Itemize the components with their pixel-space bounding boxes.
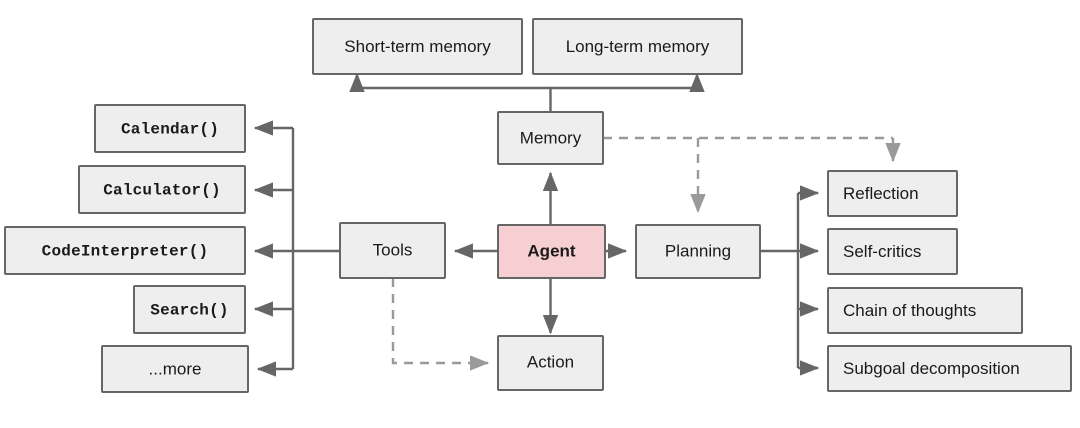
node-long-term-memory-label: Long-term memory [566, 37, 710, 56]
node-tool-calculator-label: Calculator() [103, 182, 221, 200]
node-chain-of-thoughts[interactable]: Chain of thoughts [827, 287, 1023, 334]
node-chain-of-thoughts-label: Chain of thoughts [843, 301, 976, 320]
node-long-term-memory[interactable]: Long-term memory [532, 18, 743, 75]
node-reflection-label: Reflection [843, 184, 919, 203]
node-tool-more[interactable]: ...more [101, 345, 249, 393]
node-agent-label: Agent [527, 241, 576, 260]
edge-tools-to-tool-list [253, 120, 340, 377]
node-tool-search[interactable]: Search() [133, 285, 246, 334]
node-tool-calculator[interactable]: Calculator() [78, 165, 246, 214]
node-subgoal-decomposition-label: Subgoal decomposition [843, 359, 1020, 378]
node-tools-label: Tools [373, 240, 413, 259]
node-action-label: Action [527, 352, 574, 371]
node-memory[interactable]: Memory [497, 111, 604, 165]
node-action[interactable]: Action [497, 335, 604, 391]
node-tool-calendar[interactable]: Calendar() [94, 104, 246, 153]
node-tool-more-label: ...more [149, 359, 202, 378]
node-short-term-memory[interactable]: Short-term memory [312, 18, 523, 75]
node-tool-code-interpreter-label: CodeInterpreter() [42, 243, 209, 261]
node-memory-label: Memory [520, 128, 582, 147]
node-reflection[interactable]: Reflection [827, 170, 958, 217]
edge-planning-to-strategy-list [760, 185, 820, 376]
node-agent[interactable]: Agent [497, 224, 606, 279]
node-planning-label: Planning [665, 241, 731, 260]
node-short-term-memory-label: Short-term memory [344, 37, 491, 56]
node-tool-search-label: Search() [150, 302, 228, 320]
node-tools[interactable]: Tools [339, 222, 446, 279]
edge-memory-dashed-links [603, 136, 901, 214]
node-planning[interactable]: Planning [635, 224, 761, 279]
node-subgoal-decomposition[interactable]: Subgoal decomposition [827, 345, 1072, 392]
node-self-critics[interactable]: Self-critics [827, 228, 958, 275]
edge-tools-to-action-dashed [391, 278, 490, 371]
node-self-critics-label: Self-critics [843, 242, 921, 261]
node-tool-code-interpreter[interactable]: CodeInterpreter() [4, 226, 246, 275]
edge-memory-to-memories [349, 72, 705, 112]
node-tool-calendar-label: Calendar() [121, 121, 219, 139]
